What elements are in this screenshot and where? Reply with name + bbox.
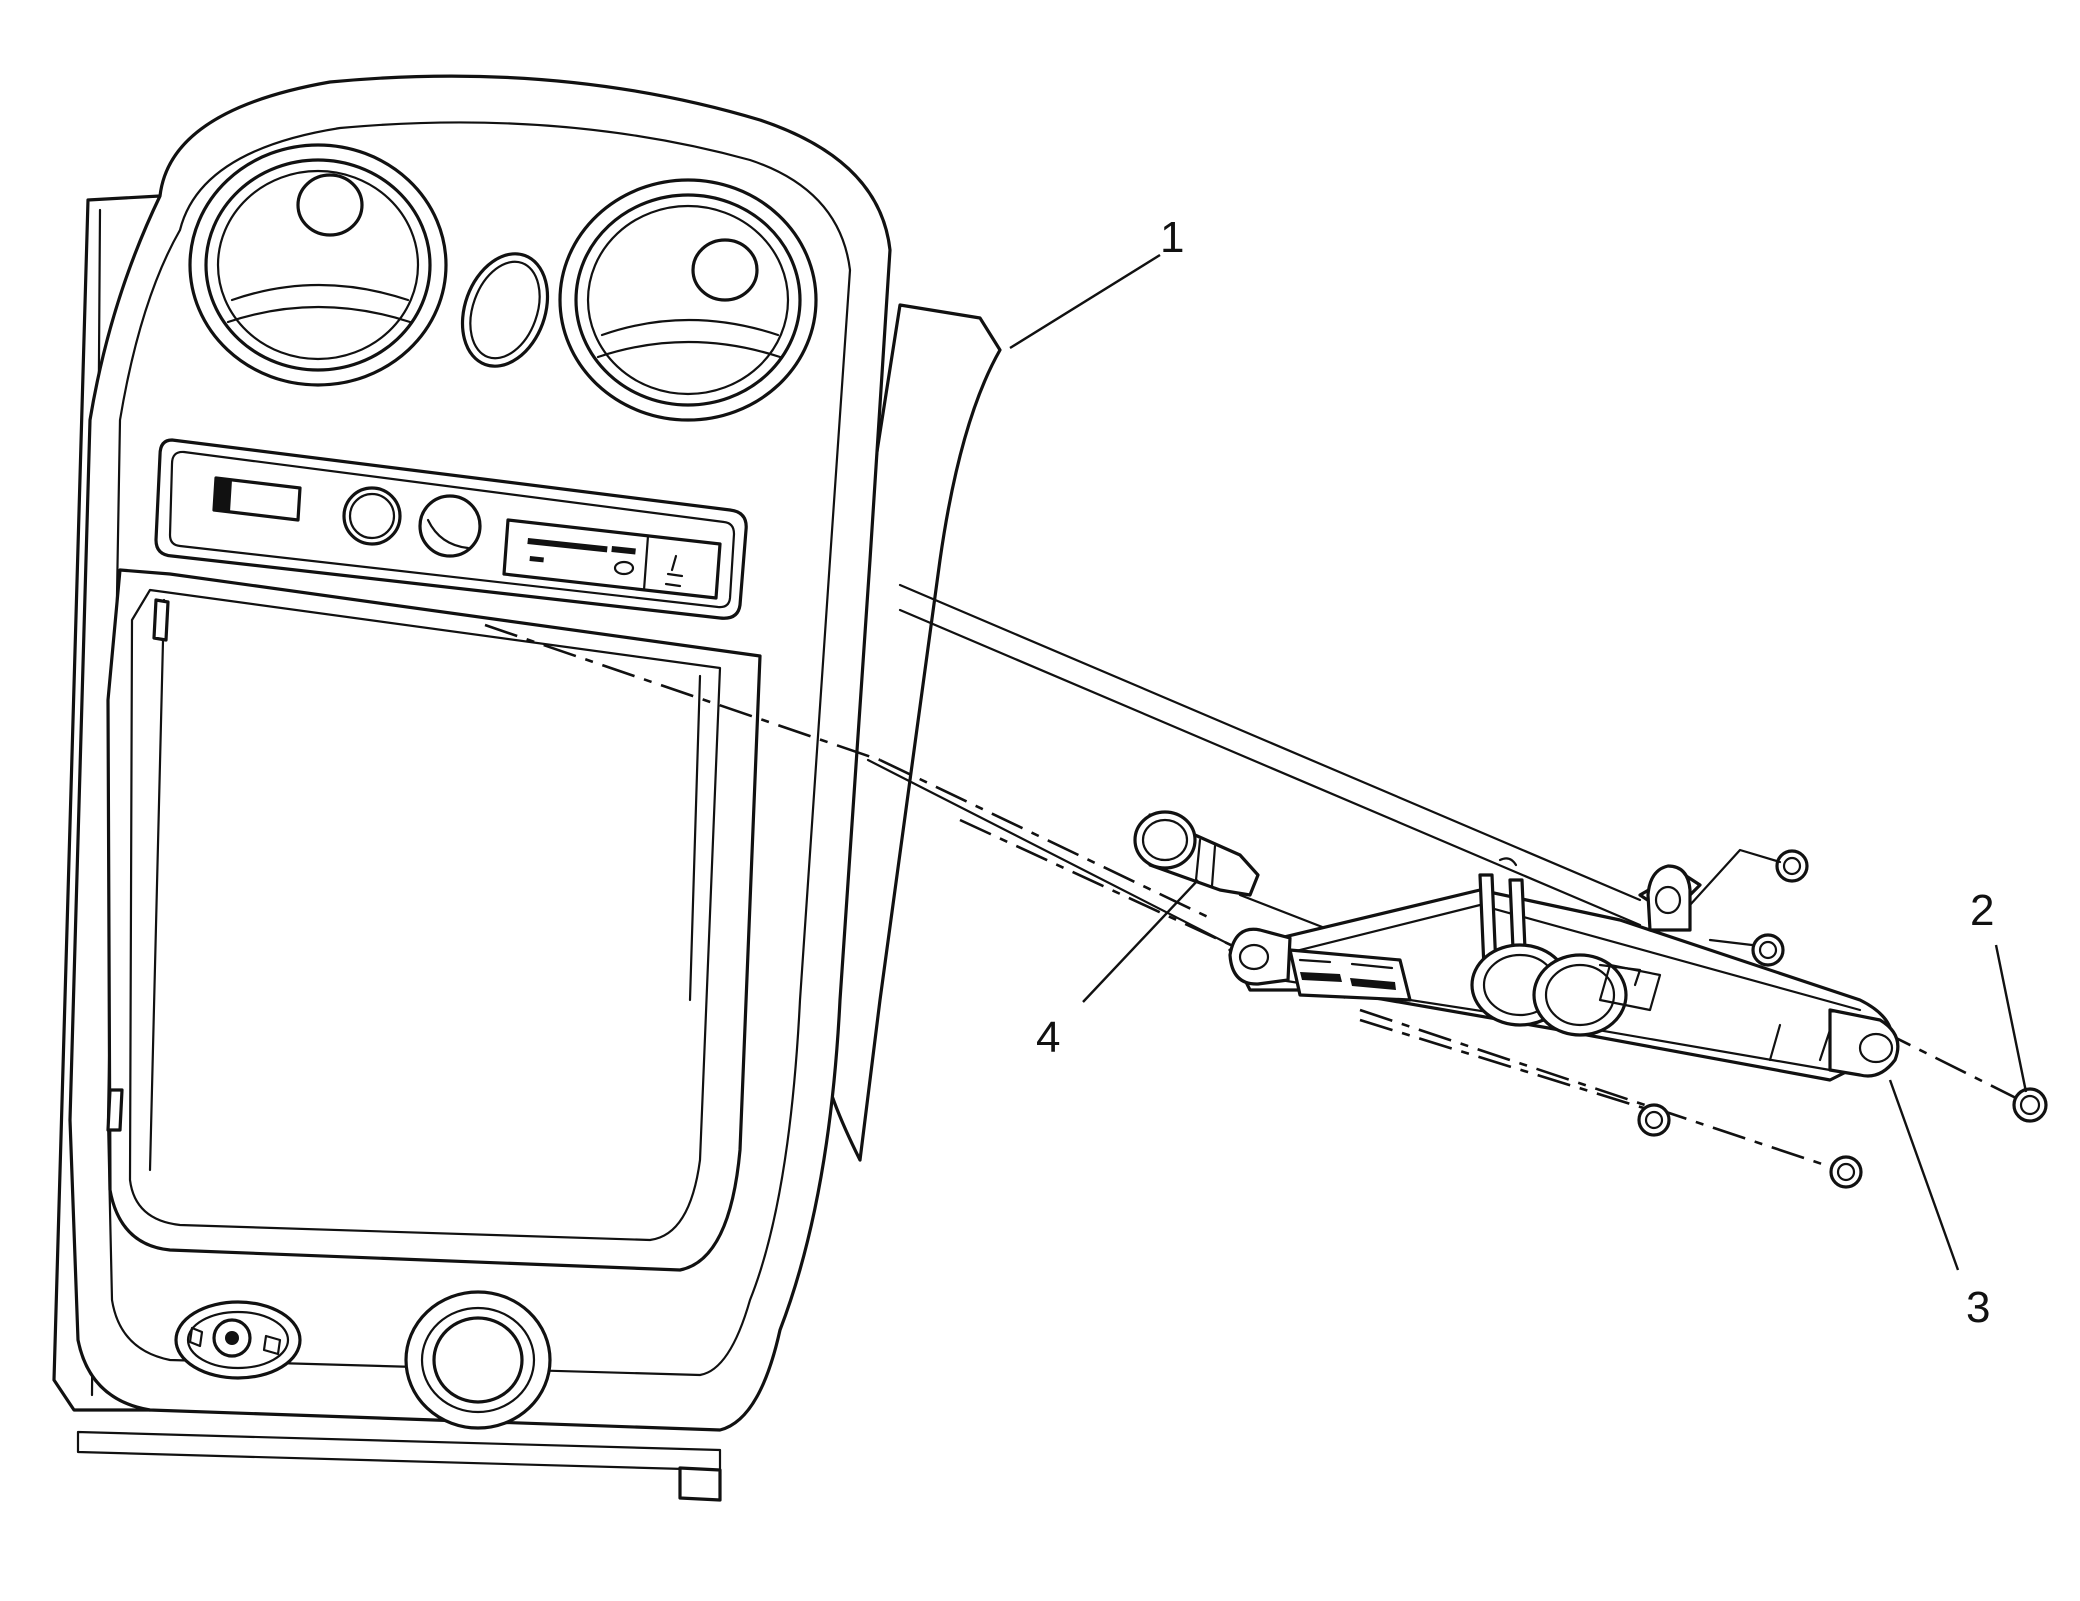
- leader-1: [1009, 253, 1161, 350]
- callout-2: 2: [1970, 886, 1994, 935]
- nut-icon-bottom-2: [1829, 1155, 1863, 1189]
- left-air-vent[interactable]: [188, 143, 448, 387]
- nut-icon-top-2: [1751, 933, 1785, 967]
- right-vent-knob[interactable]: [691, 238, 759, 302]
- control-strip: [154, 438, 748, 620]
- left-vent-knob[interactable]: [296, 173, 364, 237]
- bracket-right-ear: [1828, 1008, 1900, 1078]
- callout-3: 3: [1966, 1283, 1990, 1332]
- callout-4: 4: [1036, 1013, 1060, 1062]
- bracket-connector: [1288, 948, 1412, 1002]
- nut-icon-right: [2012, 1087, 2048, 1123]
- storage-bin[interactable]: [106, 568, 762, 1272]
- console-power-outlet[interactable]: [404, 1290, 552, 1430]
- console-inner-bezel: [106, 121, 852, 1377]
- nut-icon-top-1: [1775, 849, 1809, 883]
- bracket-socket-right: [1532, 953, 1628, 1037]
- leader-4: [1082, 879, 1199, 1003]
- bracket-left-ear: [1228, 927, 1292, 986]
- bracket-top-tab: [1646, 864, 1692, 932]
- strip-switch[interactable]: [212, 476, 302, 522]
- mounting-bracket: [1228, 857, 1900, 1082]
- callout-1: 1: [1160, 213, 1184, 262]
- leader-2: [1994, 944, 2028, 1093]
- airbag-indicator: [502, 518, 722, 600]
- strip-knob-left[interactable]: [342, 486, 402, 546]
- right-air-vent[interactable]: [558, 178, 818, 422]
- console-bezel: [52, 74, 1002, 1502]
- callout-leaders: [1009, 253, 2028, 1271]
- mirror-switch[interactable]: [174, 1300, 302, 1380]
- leader-3: [1888, 1079, 1960, 1271]
- nut-icon-bottom-1: [1637, 1103, 1671, 1137]
- hazard-button[interactable]: [448, 242, 563, 378]
- lighter-socket: [1133, 810, 1260, 897]
- strip-knob-right[interactable]: [418, 494, 482, 558]
